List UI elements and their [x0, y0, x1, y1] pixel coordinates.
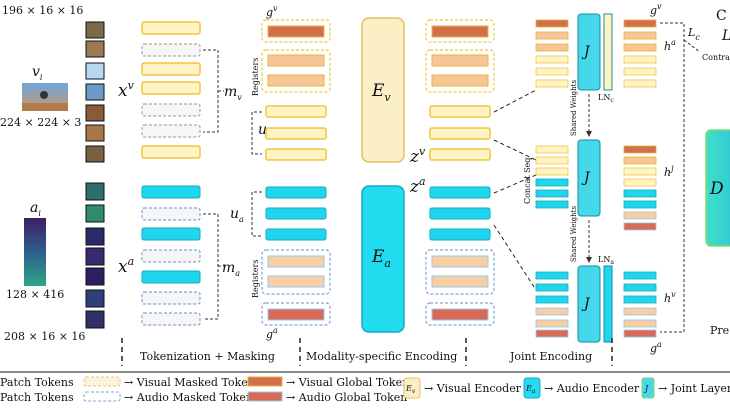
encoding-connections: [493, 89, 537, 291]
stage-joint: Joint Encoding: [509, 350, 592, 363]
audio-unmasked-column: [261, 186, 331, 326]
audio-z-label: za: [409, 175, 426, 197]
legend-patch-tokens-1: Patch Tokens: [0, 376, 74, 389]
ln-c-label: LNc: [598, 93, 614, 104]
audio-spectrogram: [24, 218, 46, 286]
decoder-label: D: [709, 179, 724, 199]
audio-patch-stack: [85, 182, 105, 329]
partial-pre-label: Pre: [710, 324, 729, 337]
audio-patch-dims: 208 × 16 × 16: [4, 330, 85, 343]
shared-weights-top: Shared Weights: [570, 80, 578, 136]
output-mid-tokens: [623, 145, 657, 231]
visual-image-dims: 224 × 224 × 3: [0, 116, 81, 129]
legend-audio-masked: → Audio Masked Token: [124, 391, 253, 404]
joint-mid-tokens: [535, 145, 569, 209]
visual-z-label: zv: [409, 145, 426, 167]
legend-visual-encoder: → Visual Encoder: [424, 382, 522, 395]
legend-visual-encoder-swatch: [403, 377, 421, 399]
legend-audio-global-swatch: [247, 391, 283, 402]
audio-input-symbol: ai: [30, 200, 41, 218]
output-ga-label: ga: [650, 340, 662, 355]
audio-encoded-column: [425, 186, 495, 326]
shared-weights-bottom: Shared Weights: [570, 206, 578, 262]
ln-a-block: [603, 265, 613, 343]
concat-seq-label: Concat Seq: [523, 158, 532, 204]
contrast-label: Contrast: [702, 53, 730, 62]
joint-layer-top: [577, 13, 601, 91]
audio-u-label: ua: [230, 206, 244, 224]
partial-l-label: L: [721, 28, 730, 44]
audio-token-column: [141, 185, 201, 326]
joint-layer-bottom: [577, 265, 601, 343]
output-gv-label: gv: [650, 2, 662, 17]
legend-patch-tokens-2: Patch Tokens: [0, 391, 74, 404]
visual-u-bracket: [251, 111, 262, 155]
visual-patch-stack: [85, 21, 105, 163]
audio-m-label: ma: [222, 260, 240, 278]
joint-top-label: J: [581, 44, 591, 60]
legend-visual-masked: → Visual Masked Token: [124, 376, 255, 389]
visual-m-label: mv: [224, 84, 242, 102]
joint-layer-mid: [577, 139, 601, 217]
audio-mask-bracket: [203, 213, 224, 320]
legend-audio-encoder: → Audio Encoder: [544, 382, 640, 395]
stage-modality: Modality-specific Encoding: [306, 350, 457, 363]
decoder-block: [705, 129, 730, 247]
visual-input-symbol: vi: [32, 64, 43, 82]
visual-x-label: xv: [118, 79, 135, 101]
stage-dividers: [121, 338, 613, 366]
contrast-loss-path: [660, 22, 701, 333]
legend-audio-encoder-swatch: [523, 377, 541, 399]
ln-c-block: [603, 13, 613, 91]
audio-spec-dims: 128 × 416: [6, 288, 64, 301]
visual-mask-bracket: [203, 49, 224, 133]
visual-input-image: [22, 83, 68, 111]
audio-registers-label: Registers: [251, 260, 260, 298]
legend-audio-global: → Audio Global Token: [286, 391, 407, 404]
legend-joint-swatch: [641, 377, 655, 399]
partial-c-label: C: [716, 8, 727, 24]
output-bottom-tokens: [623, 271, 657, 338]
stage-tokenization: Tokenization + Masking: [140, 350, 275, 363]
joint-bottom-tokens: [535, 271, 569, 338]
visual-encoder-block: [361, 17, 405, 163]
legend-visual-global-swatch: [247, 376, 283, 387]
ln-a-label: LNa: [598, 255, 614, 266]
legend-visual-global: → Visual Global Token: [286, 376, 409, 389]
legend-joint: → Joint Layer: [658, 382, 730, 395]
joint-bottom-label: J: [581, 296, 591, 312]
visual-g-label: gv: [266, 4, 278, 19]
audio-encoder-label: Ea: [371, 247, 391, 270]
visual-encoded-column: [425, 19, 495, 161]
legend-joint-sym: J: [643, 384, 649, 393]
output-ha-label: ha: [664, 38, 676, 53]
legend-visual-masked-swatch: [83, 376, 121, 387]
output-top-tokens: [623, 19, 657, 88]
visual-registers-label: Registers: [251, 58, 260, 96]
visual-patch-dims: 196 × 16 × 16: [2, 4, 83, 17]
legend-audio-encoder-sym: Ea: [525, 384, 536, 395]
audio-encoder-block: [361, 185, 405, 333]
visual-encoder-label: Ev: [371, 81, 391, 104]
joint-mid-label: J: [581, 170, 591, 186]
legend-audio-masked-swatch: [83, 391, 121, 402]
audio-g-label: ga: [266, 326, 278, 341]
legend-visual-encoder-sym: Ev: [405, 384, 416, 395]
contrast-lc-label: Lc: [687, 26, 700, 42]
joint-top-tokens: [535, 19, 569, 88]
output-hv-label: hv: [664, 290, 676, 305]
output-hj-label: hj: [664, 164, 674, 179]
visual-token-column: [141, 21, 201, 159]
visual-unmasked-column: [261, 19, 331, 161]
audio-x-label: xa: [118, 255, 134, 277]
audio-u-bracket: [251, 191, 262, 237]
